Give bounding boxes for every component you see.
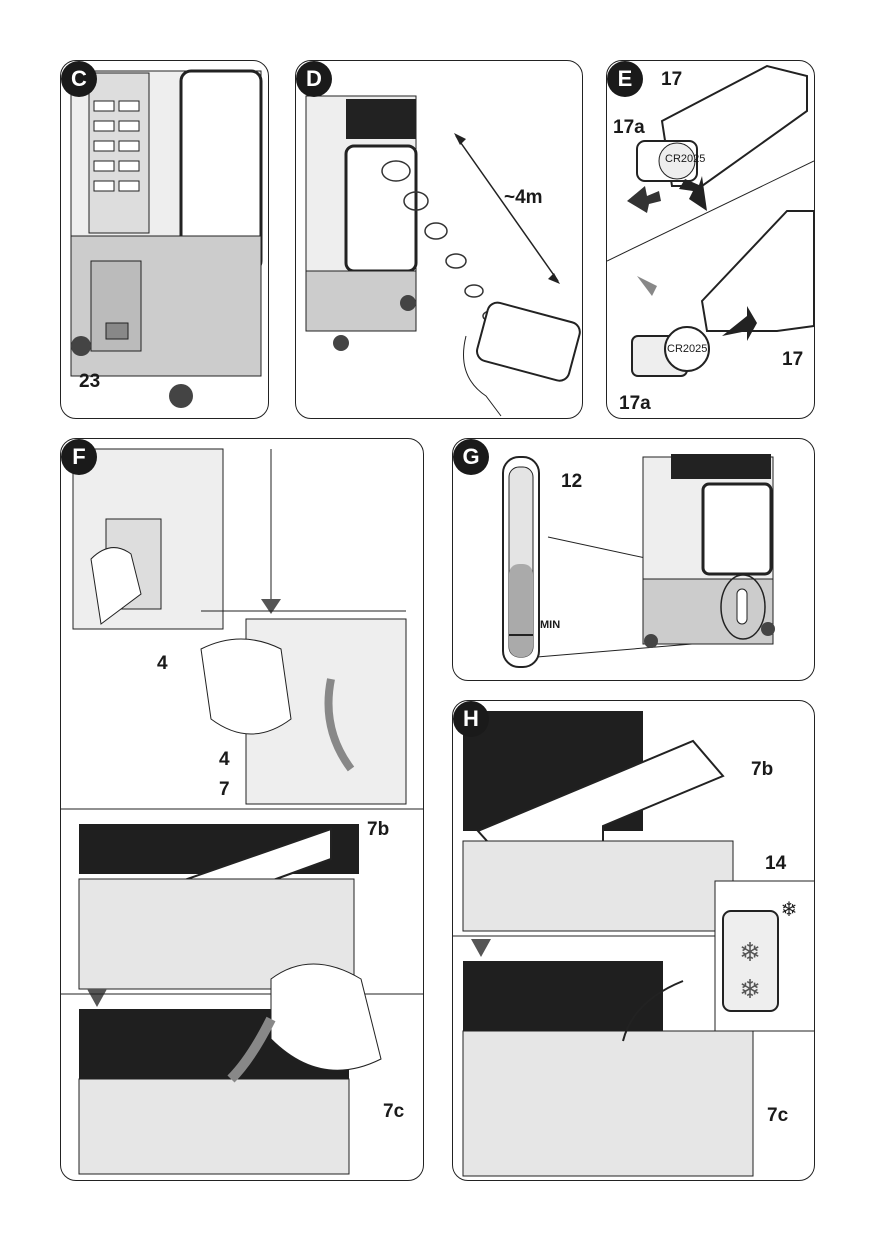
panel-c: C 23: [60, 60, 269, 419]
panel-e: E 17 17a CR2025 1 2 17 17a CR2025: [606, 60, 815, 419]
remote-range-illustration: [305, 95, 581, 417]
panel-letter-badge: C: [61, 61, 97, 97]
panel-d: D ~4m: [295, 60, 583, 419]
part-label-top-tank: 7c: [767, 1105, 789, 1126]
part-label-top-lid: 7b: [367, 819, 390, 840]
part-label: 23: [79, 371, 101, 392]
panel-g: G 12 MIN: [452, 438, 815, 681]
step-1-label: 1: [679, 199, 686, 211]
air-cooler-rear-illustration: [70, 69, 263, 408]
part-label-remote: 17: [782, 349, 804, 370]
svg-text:❄: ❄: [739, 974, 761, 1004]
remote-battery-illustration: [607, 64, 814, 377]
part-label-cover: 4: [219, 749, 230, 770]
part-label-level-indicator: 12: [561, 471, 583, 492]
distance-label: ~4m: [504, 187, 543, 208]
svg-text:❄: ❄: [739, 937, 761, 967]
svg-text:❄: ❄: [781, 899, 798, 921]
part-label-top-lid: 7b: [751, 759, 774, 780]
min-mark-label: MIN: [540, 619, 561, 631]
part-label-battery-tray: 17a: [613, 117, 645, 138]
panel-letter-badge: D: [296, 61, 332, 97]
panel-letter-badge: G: [453, 439, 489, 475]
step-2-label: 2: [625, 189, 632, 201]
part-label-cover: 4: [157, 653, 168, 674]
battery-label: CR2025: [665, 153, 706, 165]
panel-letter-badge: E: [607, 61, 643, 97]
panel-letter-badge: F: [61, 439, 97, 475]
water-level-indicator-illustration: [502, 454, 775, 668]
part-label-battery-tray: 17a: [619, 393, 651, 414]
battery-label: CR2025: [667, 343, 708, 355]
part-label-tank: 7: [219, 779, 230, 800]
panel-f: F 4 4 7 7b 7c: [60, 438, 424, 1181]
part-label-top-tank: 7c: [383, 1101, 405, 1122]
part-label-remote: 17: [661, 69, 683, 90]
part-label-ice-pack: 14: [765, 853, 787, 874]
ice-pack-illustration: ❄ ❄ ❄: [453, 711, 814, 1177]
water-filling-illustration: [61, 448, 423, 1175]
panel-letter-badge: H: [453, 701, 489, 737]
panel-h: ❄ ❄ ❄ H 7b 14 7c: [452, 700, 815, 1181]
